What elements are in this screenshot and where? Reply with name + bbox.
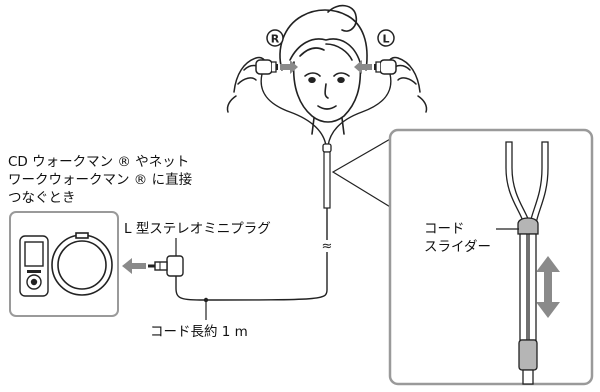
cd-walkman-icon <box>51 232 113 296</box>
connect-label-line1: CD ウォークマン ® やネット <box>8 154 189 170</box>
detail-cords <box>505 141 549 385</box>
right-mark: R <box>266 29 284 47</box>
l-type-plug <box>148 255 184 277</box>
insert-arrows <box>280 60 372 74</box>
connect-label-line2: ワークウォークマン ® に直接 <box>8 171 192 188</box>
double-arrow-icon <box>536 256 560 318</box>
left-earbud <box>374 59 397 75</box>
svg-text:R: R <box>271 33 280 46</box>
cut-mark: ≈ <box>322 239 333 254</box>
walkman-player-icon <box>19 235 49 297</box>
left-mark: L <box>377 29 395 47</box>
slider-label-line1: コード <box>424 221 465 237</box>
detail-slider <box>517 217 539 235</box>
callout-lines <box>331 136 393 210</box>
connect-arrow <box>122 258 146 274</box>
person-head <box>279 4 368 135</box>
slider-label-line2: スライダー <box>424 239 491 255</box>
right-earbud <box>255 59 278 75</box>
svg-text:L: L <box>382 33 389 46</box>
plug-label: L 型ステレオミニプラグ <box>124 221 271 237</box>
cord-length-label: コード長約 1 m <box>150 324 248 340</box>
cord-slider <box>322 143 332 153</box>
cord-thick-section <box>323 151 331 209</box>
detail-panel <box>388 128 594 386</box>
connect-label-line3: つなぐとき <box>8 190 76 206</box>
